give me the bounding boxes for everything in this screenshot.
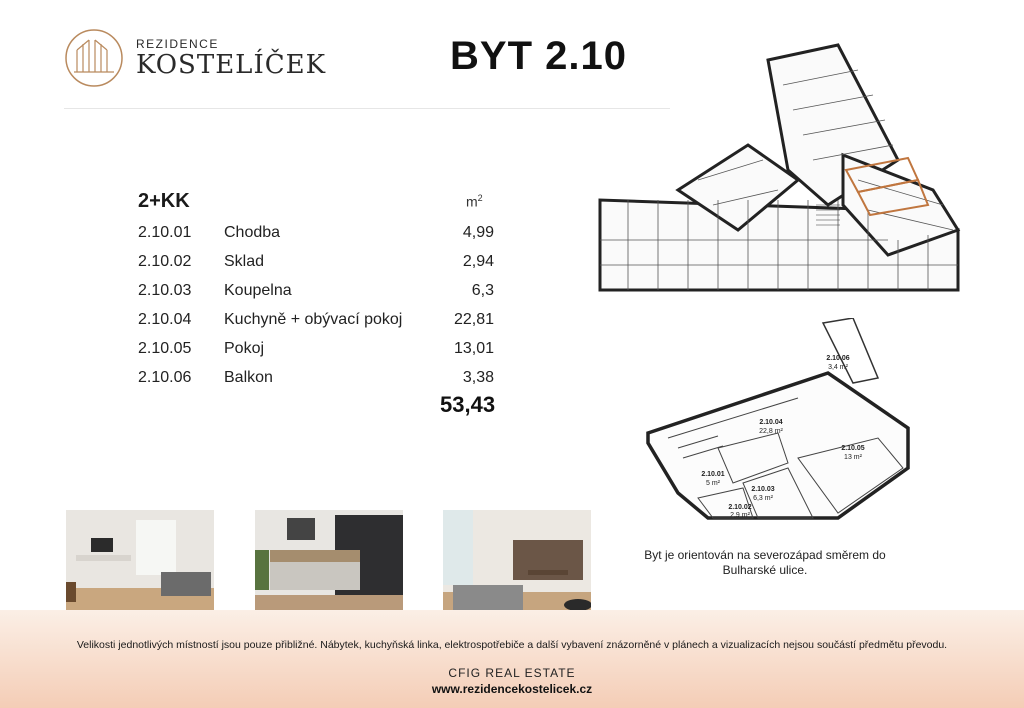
plan-area-2.10.06: 3,4 m²: [828, 364, 849, 371]
plan-label-2.10.03: 2.10.03: [751, 486, 774, 493]
plan-area-2.10.05: 13 m²: [844, 454, 863, 461]
plan-area-2.10.02: 2,9 m²: [730, 512, 751, 519]
area-unit: m2: [466, 193, 483, 210]
plan-area-2.10.03: 6,3 m²: [753, 495, 774, 502]
brand-name: KOSTELÍČEK: [136, 50, 327, 80]
room-code: 2.10.05: [138, 340, 192, 357]
plan-label-2.10.05: 2.10.05: [841, 445, 864, 452]
room-row: 2.10.04 Kuchyně + obývací pokoj 22,81: [138, 307, 518, 336]
room-name: Koupelna: [224, 282, 292, 299]
total-area: 53,43: [440, 392, 496, 417]
page-title: BYT 2.10: [450, 34, 627, 78]
room-area: 13,01: [453, 340, 494, 357]
plan-label-2.10.02: 2.10.02: [728, 504, 751, 511]
disclaimer: Velikosti jednotlivých místností jsou po…: [76, 639, 948, 651]
room-name: Kuchyně + obývací pokoj: [224, 311, 403, 328]
plan-label-2.10.04: 2.10.04: [759, 419, 782, 426]
footer: Velikosti jednotlivých místností jsou po…: [0, 610, 1024, 708]
unit-floor-plan: 2.10.06 3,4 m² 2.10.04 22,8 m² 2.10.05 1…: [646, 318, 910, 520]
room-code: 2.10.01: [138, 224, 192, 241]
room-row: 2.10.05 Pokoj 13,01: [138, 336, 518, 365]
room-area: 3,38: [462, 369, 494, 386]
plan-label-2.10.01: 2.10.01: [701, 471, 724, 478]
divider: [64, 108, 670, 109]
building-floor-plan: [598, 43, 961, 292]
website-link[interactable]: www.rezidencekostelicek.cz: [431, 682, 593, 696]
room-code: 2.10.06: [138, 369, 192, 386]
room-code: 2.10.02: [138, 253, 192, 270]
interior-photo-bedroom: [255, 510, 403, 618]
room-row: 2.10.03 Koupelna 6,3: [138, 278, 518, 307]
room-area: 4,99: [462, 224, 494, 241]
room-name: Chodba: [224, 224, 281, 241]
room-area: 6,3: [471, 282, 494, 299]
room-code: 2.10.04: [138, 311, 192, 328]
room-area: 2,94: [462, 253, 494, 270]
room-row: 2.10.06 Balkon 3,38: [138, 365, 518, 394]
company-name: CFIG REAL ESTATE: [448, 666, 576, 680]
room-list: 2.10.01 Chodba 4,99 2.10.02 Sklad 2,94 2…: [138, 220, 518, 394]
brand-top: REZIDENCE: [136, 37, 219, 51]
room-code: 2.10.03: [138, 282, 192, 299]
room-row: 2.10.01 Chodba 4,99: [138, 220, 518, 249]
layout-type: 2+KK: [138, 190, 190, 212]
logo: REZIDENCE KOSTELÍČEK: [64, 28, 327, 88]
plan-area-2.10.04: 22,8 m²: [759, 428, 783, 435]
room-name: Sklad: [224, 253, 265, 270]
orientation-note: Byt je orientován na severozápad směrem …: [644, 548, 886, 577]
room-row: 2.10.02 Sklad 2,94: [138, 249, 518, 278]
room-name: Balkon: [224, 369, 273, 386]
room-name: Pokoj: [224, 340, 265, 357]
plan-area-2.10.01: 5 m²: [706, 480, 721, 487]
logo-mark-icon: [65, 29, 123, 87]
plan-label-2.10.06: 2.10.06: [826, 355, 849, 362]
interior-photo-living-room: [66, 510, 214, 618]
room-area: 22,81: [453, 311, 494, 328]
interior-photo-kitchen: [443, 510, 591, 618]
